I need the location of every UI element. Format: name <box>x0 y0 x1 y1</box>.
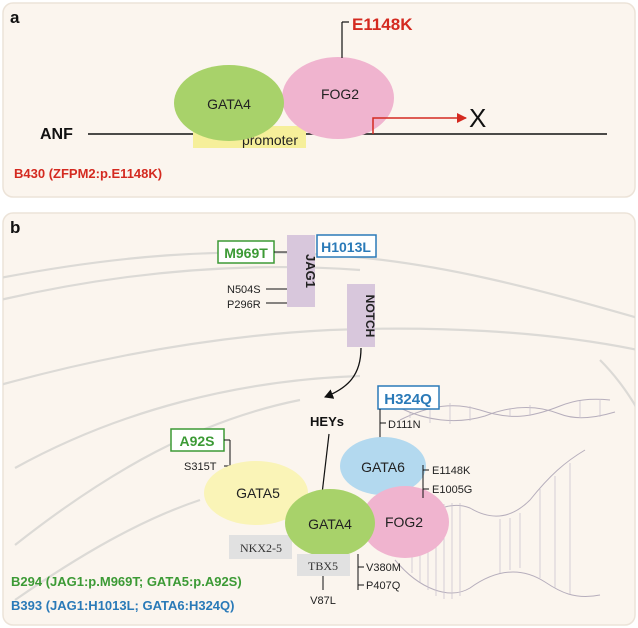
jag1-h1013l-box <box>316 234 377 258</box>
heys-label: HEYs <box>310 414 344 429</box>
patient-b393-label: B393 (JAG1:H1013L; GATA6:H324Q) <box>11 598 234 613</box>
gata5-label: GATA5 <box>236 485 280 501</box>
nkx2-5-label: NKX2-5 <box>240 541 282 555</box>
gata6-h324q-label: H324Q <box>384 391 432 408</box>
panel-b-label: b <box>10 218 20 237</box>
fog2-label: FOG2 <box>321 86 359 102</box>
gata6-label: GATA6 <box>361 459 405 475</box>
transcription-arrow <box>372 113 467 134</box>
gata6-d111n-label: D111N <box>388 419 421 431</box>
notch-box <box>347 284 375 347</box>
gata6-h324q-box <box>377 385 440 410</box>
gata4-label-b: GATA4 <box>308 516 352 532</box>
fog2-e1148k-label: E1148K <box>432 465 471 477</box>
gata5-a92s-label: A92S <box>179 433 214 449</box>
notch-label: NOTCH <box>363 295 377 338</box>
panel-a-label: a <box>10 8 20 27</box>
jag1-h1013l-label: H1013L <box>321 239 371 255</box>
jag1-label: JAG1 <box>303 254 318 288</box>
jag1-box <box>287 235 315 307</box>
nkx2-5-box <box>229 535 292 559</box>
fog2-e1005g-label: E1005G <box>432 484 472 496</box>
patient-b430-label: B430 (ZFPM2:p.E1148K) <box>14 166 162 181</box>
tbx5-box <box>297 554 350 576</box>
jag1-p296r-label: P296R <box>227 299 261 311</box>
cell-membranes <box>3 251 635 601</box>
jag1-n504s-label: N504S <box>227 284 261 296</box>
gata4-v380m-label: V380M <box>366 562 401 574</box>
anf-gene-label: ANF <box>40 126 73 143</box>
panel-b-background <box>2 212 636 626</box>
fog2-protein <box>282 57 394 139</box>
gata4-protein-b <box>285 489 375 557</box>
tbx5-label: TBX5 <box>308 559 338 573</box>
notch-to-heys-arrow <box>324 347 362 399</box>
panel-a: a ANF promoter GATA4 FOG2 E1148K X B430 … <box>2 2 636 198</box>
jag1-m969t-label: M969T <box>224 245 268 261</box>
mutation-label: E1148K <box>352 15 413 34</box>
fog2-label-b: FOG2 <box>385 514 423 530</box>
fog2-protein-b <box>361 486 449 558</box>
gata6-protein <box>340 437 426 495</box>
tbx5-v87l-label: V87L <box>310 595 336 607</box>
gata4-protein <box>174 65 284 141</box>
blocked-x: X <box>469 103 486 133</box>
patient-b294-label: B294 (JAG1:p.M969T; GATA5:p.A92S) <box>11 574 242 589</box>
gata5-s315t-label: S315T <box>184 461 217 473</box>
gata4-label: GATA4 <box>207 96 251 112</box>
heys-inhibition-line <box>321 433 330 495</box>
panel-b: b JAG1 M969T H1013L N504S P296R NOTCH HE… <box>2 212 636 626</box>
gata5-protein <box>204 461 308 525</box>
gata4-p407q-label: P407Q <box>366 580 401 592</box>
